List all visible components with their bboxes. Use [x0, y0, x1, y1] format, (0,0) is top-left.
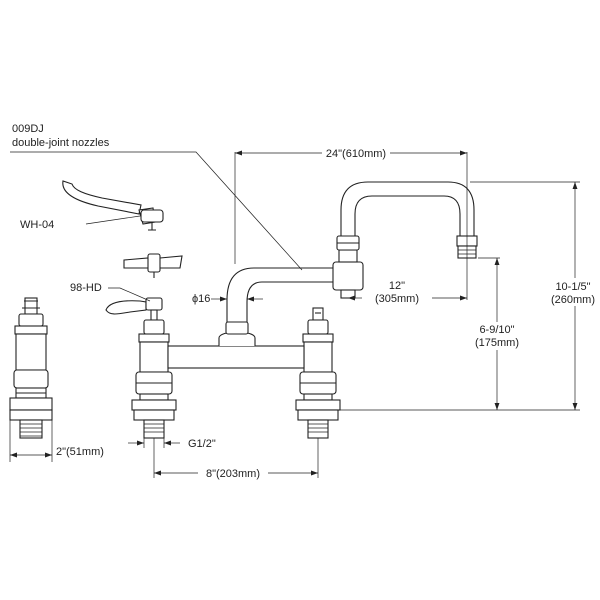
- shank-width-dimension: 2"(51mm): [56, 446, 104, 458]
- nozzle-description-label: double-joint nozzles: [12, 137, 110, 149]
- leader-lines: [10, 151, 303, 302]
- total-height-mm-dimension: (260mm): [551, 294, 595, 306]
- right-valve-assembly: [295, 307, 341, 439]
- nozzle-model-label: 009DJ: [12, 123, 44, 135]
- thread-size-dimension: G1/2": [188, 438, 216, 450]
- text-labels: 009DJ double-joint nozzles WH-04 98-HD ϕ…: [12, 123, 595, 480]
- left-valve-assembly: [62, 180, 183, 439]
- handle-98hd-label: 98-HD: [70, 282, 102, 294]
- spout-height-mm-dimension: (175mm): [475, 337, 519, 349]
- width-total-dimension: 24"(610mm): [326, 148, 386, 160]
- center-spacing-dimension: 8"(203mm): [206, 468, 260, 480]
- spout-reach-mm-dimension: (305mm): [375, 293, 419, 305]
- dimension-lines: [9, 150, 580, 478]
- handle-wh04-label: WH-04: [20, 219, 54, 231]
- spout-reach-inch-dimension: 12": [389, 280, 405, 292]
- spout-height-inch-dimension: 6-9/10": [479, 324, 514, 336]
- pipe-diameter-label: ϕ16: [192, 293, 210, 305]
- side-view-valve: [9, 297, 53, 439]
- bridge-body: [167, 321, 305, 369]
- total-height-inch-dimension: 10-1/5": [555, 281, 590, 293]
- swivel-spout: [226, 181, 478, 322]
